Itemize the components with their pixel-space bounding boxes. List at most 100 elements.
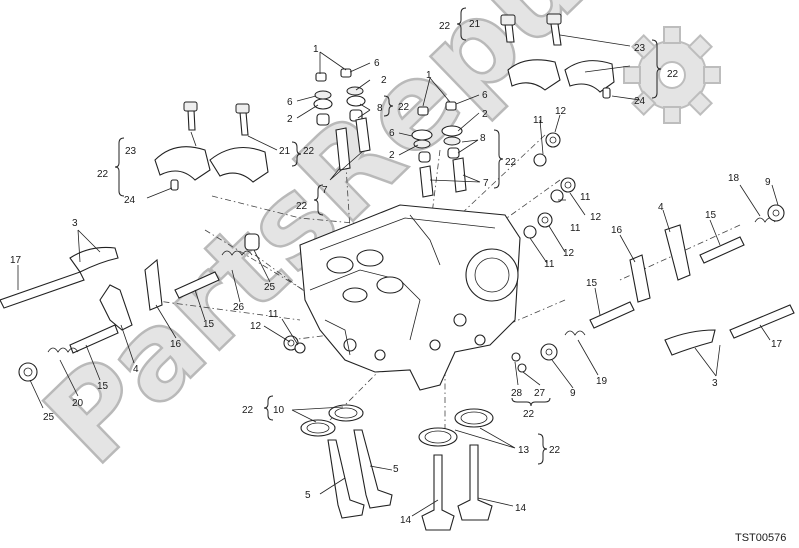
callout-label: 2 <box>482 109 488 120</box>
callout-label: 2 <box>389 150 395 161</box>
callout-label: 1 <box>426 70 432 81</box>
callout-label: 22 <box>97 169 109 180</box>
group-braces <box>114 7 662 465</box>
callout-label: 9 <box>570 388 576 399</box>
callout-label: 15 <box>705 210 717 221</box>
rocker-shaft <box>0 271 85 309</box>
rocker-shaft <box>69 324 119 354</box>
callout-label: 24 <box>634 96 646 107</box>
cam-caps-right <box>500 13 615 99</box>
callout-label: 6 <box>287 97 293 108</box>
callout-label: 27 <box>534 388 546 399</box>
spark-plug-bore <box>465 248 519 302</box>
callout-label: 23 <box>634 43 646 54</box>
callout-label: 14 <box>515 503 527 514</box>
callout-label: 17 <box>10 255 22 266</box>
rocker-arm <box>99 284 133 331</box>
callout-label: 16 <box>611 225 623 236</box>
exhaust-valve-left <box>327 439 365 519</box>
bolt <box>187 109 196 131</box>
rocker-arm <box>144 258 163 311</box>
rocker-shaft <box>729 304 795 339</box>
callout-label: 2 <box>287 114 293 125</box>
callout-label: 22 <box>439 21 451 32</box>
callout-label: 15 <box>203 319 215 330</box>
leader-lines <box>17 34 779 517</box>
callout-label: 22 <box>398 102 410 113</box>
callout-label: 6 <box>374 58 380 69</box>
callout-label: 15 <box>97 381 109 392</box>
callout-label: 22 <box>296 201 308 212</box>
callout-label: 23 <box>125 146 137 157</box>
rocker-shaft <box>589 301 635 329</box>
valve-seat <box>300 419 336 437</box>
callout-label: 12 <box>563 248 575 259</box>
cam-cap <box>507 59 561 91</box>
rocker-shaft <box>174 271 220 299</box>
rocker-assembly-right <box>540 204 795 361</box>
callout-label: 28 <box>511 388 523 399</box>
spring <box>47 347 79 353</box>
cylinder-head <box>299 204 521 391</box>
callout-label: 11 <box>570 223 581 234</box>
valve-seat <box>328 404 364 422</box>
cam-cap <box>564 60 615 93</box>
callout-label: 9 <box>765 177 771 188</box>
callout-label: 12 <box>555 106 567 117</box>
cam-cap <box>154 146 211 181</box>
callout-label: 1 <box>313 44 319 55</box>
plugs-and-seals <box>283 132 576 373</box>
callout-label: 25 <box>264 282 276 293</box>
callout-label: 11 <box>533 115 544 126</box>
callout-label: 10 <box>273 405 285 416</box>
callout-label: 8 <box>377 103 383 114</box>
callout-label: 22 <box>523 409 535 420</box>
callout-label: 11 <box>544 259 555 270</box>
callout-label: 11 <box>580 192 591 203</box>
rocker-assembly-left <box>0 233 260 382</box>
callout-label: 5 <box>393 464 399 475</box>
callout-label: 19 <box>596 376 608 387</box>
rocker-arm <box>664 224 691 281</box>
callout-label: 12 <box>590 212 602 223</box>
callout-label: 16 <box>170 339 182 350</box>
callout-label: 12 <box>250 321 262 332</box>
cam-caps-left <box>154 101 269 191</box>
rocker-arm <box>664 329 716 356</box>
callout-label: 26 <box>233 302 245 313</box>
callout-label: 6 <box>389 128 395 139</box>
callout-label: 20 <box>72 398 84 409</box>
callout-label: 18 <box>728 173 740 184</box>
callout-label: 22 <box>549 445 561 456</box>
callout-label: 22 <box>667 69 679 80</box>
callout-label: 4 <box>133 364 139 375</box>
rocker-shaft <box>699 236 745 264</box>
callout-label: 13 <box>518 445 530 456</box>
callout-label: 22 <box>505 157 517 168</box>
valve-train-right <box>411 101 467 198</box>
bolt <box>239 111 249 136</box>
callout-label: 4 <box>658 202 664 213</box>
callout-labels: 22 21 23 22 24 1 6 2 6 2 8 22 1 6 2 6 8 … <box>10 19 783 526</box>
callout-label: 17 <box>771 339 783 350</box>
callout-label: 2 <box>381 75 387 86</box>
callout-label: 6 <box>482 90 488 101</box>
callout-label: 7 <box>483 178 489 189</box>
cam-cap <box>209 146 269 183</box>
callout-label: 21 <box>469 19 481 30</box>
callout-label: 7 <box>322 185 328 196</box>
callout-label: 5 <box>305 490 311 501</box>
callout-label: 3 <box>72 218 78 229</box>
callout-label: 15 <box>586 278 598 289</box>
exhaust-valve-right <box>353 429 393 509</box>
spring <box>221 250 253 256</box>
rocker-arm <box>69 246 119 273</box>
callout-label: 24 <box>124 195 136 206</box>
bolt <box>504 23 515 43</box>
callout-label: 22 <box>242 405 254 416</box>
callout-label: 8 <box>480 133 486 144</box>
drawing-code: TST00576 <box>735 532 786 544</box>
callout-label: 14 <box>400 515 412 526</box>
callout-label: 22 <box>303 146 315 157</box>
